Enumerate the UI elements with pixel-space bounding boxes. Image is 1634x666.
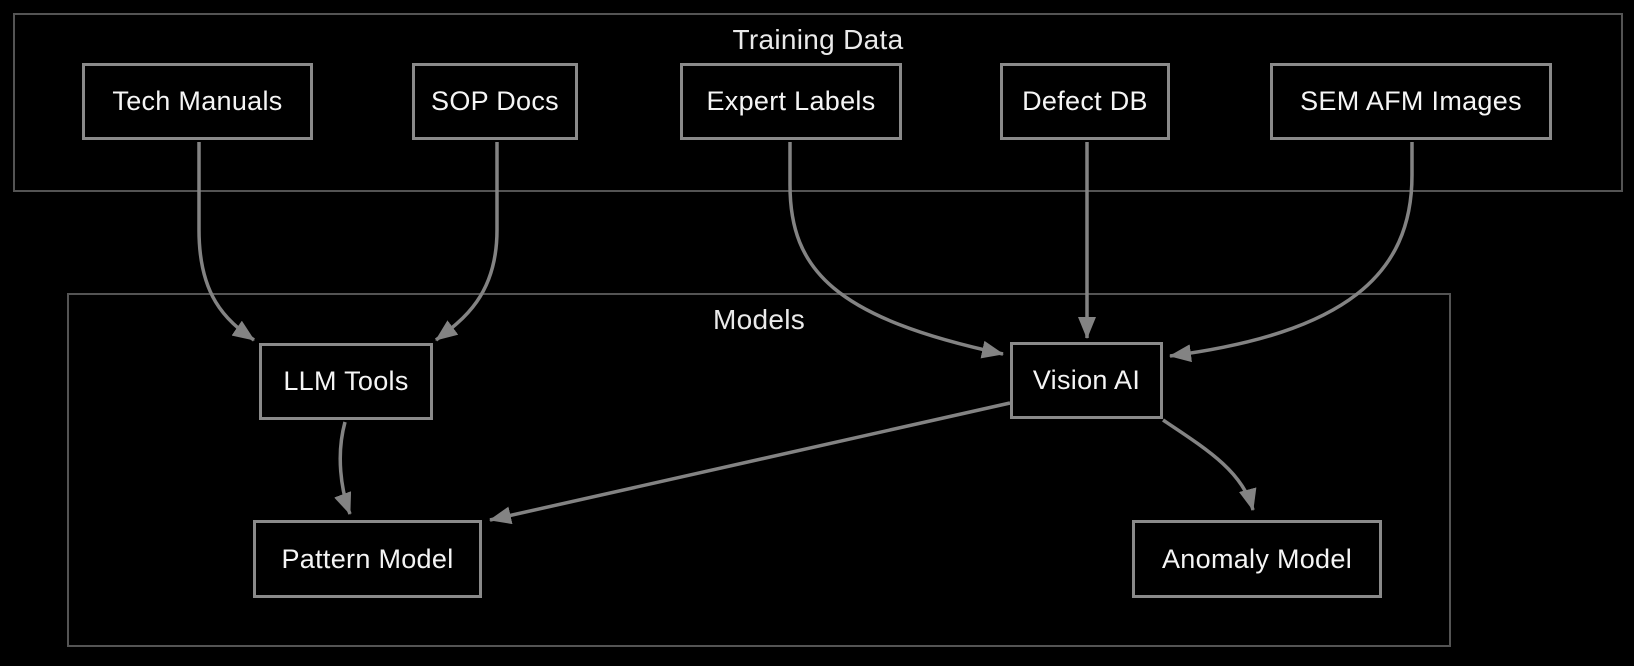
node-expert-labels-label: Expert Labels — [706, 86, 876, 116]
node-sop-docs-label: SOP Docs — [431, 86, 559, 116]
node-llm-tools-label: LLM Tools — [283, 366, 409, 396]
node-defect-db: Defect DB — [1000, 63, 1170, 140]
node-vision-ai: Vision AI — [1010, 342, 1163, 419]
node-sop-docs: SOP Docs — [412, 63, 578, 140]
node-pattern-model-label: Pattern Model — [281, 543, 454, 574]
node-anomaly-model-label: Anomaly Model — [1162, 543, 1352, 574]
node-sem-afm-images: SEM AFM Images — [1270, 63, 1552, 140]
node-anomaly-model: Anomaly Model — [1132, 520, 1382, 598]
node-vision-ai-label: Vision AI — [1032, 365, 1141, 395]
models-group-label: Models — [712, 304, 806, 335]
node-sem-afm-images-label: SEM AFM Images — [1300, 86, 1522, 116]
node-defect-db-label: Defect DB — [1022, 86, 1148, 116]
training-data-group-label: Training Data — [732, 24, 904, 55]
node-expert-labels: Expert Labels — [680, 63, 902, 140]
node-tech-manuals: Tech Manuals — [82, 63, 313, 140]
node-tech-manuals-label: Tech Manuals — [112, 86, 283, 116]
node-pattern-model: Pattern Model — [253, 520, 482, 598]
node-llm-tools: LLM Tools — [259, 343, 433, 420]
